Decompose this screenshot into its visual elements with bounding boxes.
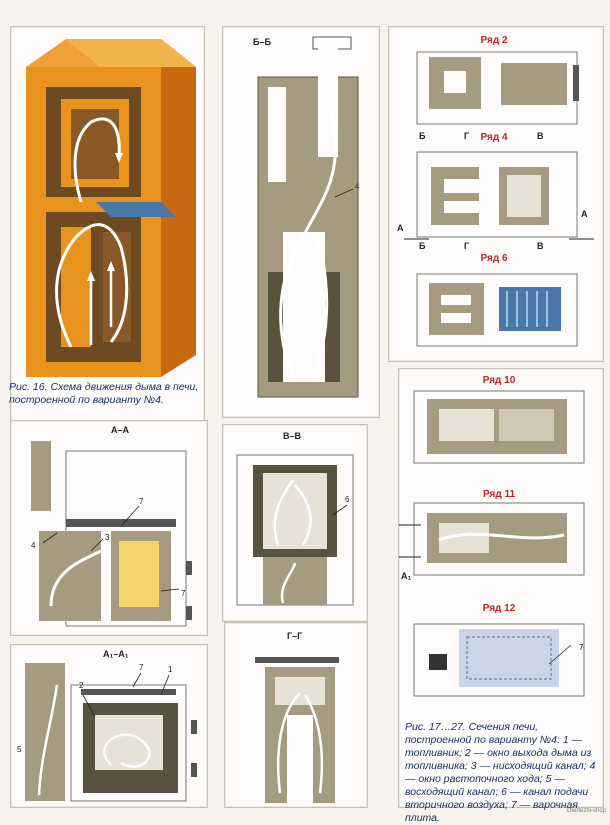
cut-mark-g-top: Г [464, 131, 470, 141]
section-a1a1-title: А₁–А₁ [103, 649, 129, 659]
callout-7-row12: 7 [579, 643, 584, 652]
section-aa-title: А–А [111, 425, 130, 435]
callout-3-aa: 3 [105, 533, 110, 542]
stove-cutaway-illustration [26, 39, 196, 377]
callout-7-a1a1: 7 [139, 663, 144, 672]
cut-mark-a-left: А [397, 223, 404, 233]
cut-mark-v-bottom: В [537, 241, 544, 251]
cut-mark-g-bottom: Г [464, 241, 470, 251]
section-gg-title: Г–Г [287, 631, 303, 641]
rows-10-11-12-panel: Ряд 10 Ряд 11 А₁ Ряд 12 7 Рис. 17…27. Се… [398, 368, 604, 824]
section-aa-panel: А–А 7 4 3 7 [10, 420, 208, 636]
row-11-plan [399, 502, 585, 576]
watermark: chertezhi-shop [566, 808, 606, 814]
section-gg-drawing [255, 657, 339, 803]
callout-4-aa: 4 [31, 541, 36, 550]
cut-mark-a1: А₁ [401, 571, 412, 581]
figures-17-27-caption: Рис. 17…27. Сечения печи, построенной по… [405, 721, 596, 824]
callout-1-a1a1: 1 [168, 665, 173, 674]
row-2-title: Ряд 2 [480, 35, 508, 46]
section-vv-panel: В–В 6 [222, 424, 368, 622]
row-4-title: Ряд 4 [480, 132, 508, 143]
section-bb-panel: Б–Б 4 [222, 26, 380, 418]
row-2-plan [416, 51, 579, 125]
section-aa-drawing [31, 441, 192, 627]
row-10-plan [413, 390, 585, 464]
callout-7-aa-bottom: 7 [181, 589, 186, 598]
section-a1a1-panel: А₁–А₁ 7 1 2 5 [10, 644, 208, 808]
cut-mark-v-top: В [537, 131, 544, 141]
callout-5-a1a1: 5 [17, 745, 22, 754]
row-6-plan [416, 273, 578, 347]
cut-mark-a-right: А [581, 209, 588, 219]
row-10-title: Ряд 10 [482, 375, 516, 386]
section-vv-title: В–В [283, 431, 302, 441]
callout-6-vv: 6 [345, 495, 350, 504]
rows-2-4-6-panel: Ряд 2 Ряд 4 Б Г В А А Б Г В Ряд 6 [388, 26, 604, 362]
row-12-plan [413, 623, 585, 697]
row-6-title: Ряд 6 [480, 253, 508, 264]
cut-mark-b-top: Б [419, 131, 426, 141]
section-bb-title: Б–Б [253, 37, 271, 47]
figure-16-caption: Рис. 16. Схема движения дыма в печи, пос… [9, 381, 199, 406]
figure-16-panel: Рис. 16. Схема движения дыма в печи, пос… [9, 26, 205, 428]
section-bb-drawing [257, 36, 359, 398]
cut-mark-b-bottom: Б [419, 241, 426, 251]
row-4-plan [404, 151, 594, 240]
callout-7-aa-top: 7 [139, 497, 144, 506]
callout-4-bb: 4 [355, 182, 360, 191]
row-11-title: Ряд 11 [482, 489, 516, 500]
section-gg-panel: Г–Г [224, 622, 368, 808]
section-a1a1-drawing [25, 663, 197, 802]
callout-2-a1a1: 2 [79, 681, 84, 690]
section-vv-drawing [236, 454, 354, 606]
row-12-title: Ряд 12 [482, 603, 516, 614]
